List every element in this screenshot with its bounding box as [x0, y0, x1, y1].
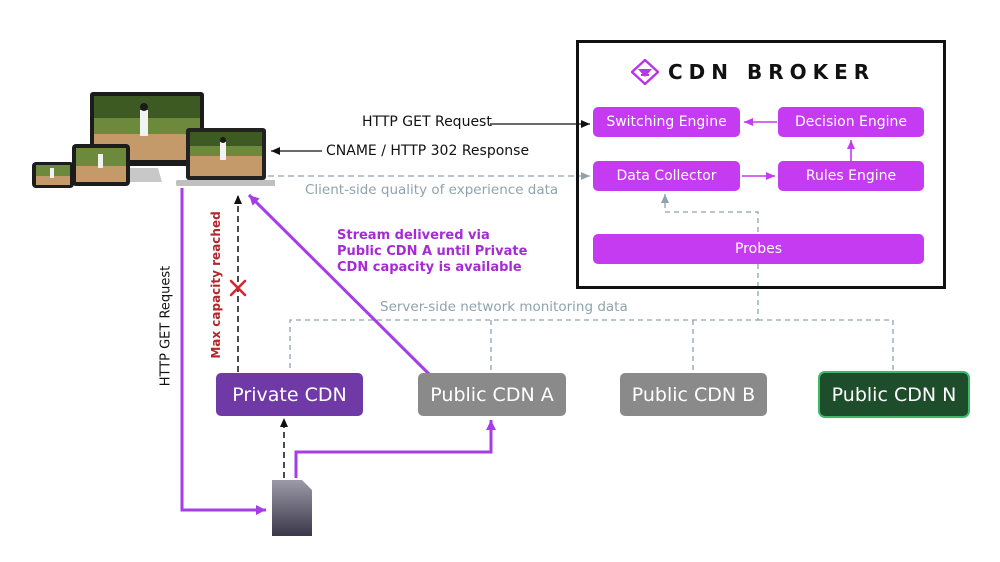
http-get-request-label: HTTP GET Request: [362, 114, 492, 130]
public-cdn-n-box: Public CDN N: [820, 373, 968, 416]
cdn-broker-panel: [576, 40, 946, 289]
cdn-broker-logo-icon: [631, 59, 659, 85]
http-get-request-vertical-label: HTTP GET Request: [158, 265, 174, 387]
decision-engine-box: Decision Engine: [778, 107, 924, 137]
red-x-icon: [229, 279, 247, 297]
public-cdn-a-box: Public CDN A: [418, 373, 566, 416]
server-side-monitoring-bus: [289, 264, 759, 372]
stream-delivered-line-3: CDN capacity is available: [337, 260, 522, 275]
server-side-monitoring-label: Server-side network monitoring data: [380, 299, 628, 315]
origin-server-icon: [272, 480, 312, 536]
stream-delivered-line-1: Stream delivered via: [337, 228, 490, 243]
private-cdn-box: Private CDN: [216, 373, 363, 416]
cname-response-label: CNAME / HTTP 302 Response: [326, 143, 530, 159]
rules-engine-box: Rules Engine: [778, 161, 924, 191]
stream-delivery-arrow: [247, 193, 432, 377]
stream-delivered-label: Stream delivered via Public CDN A until …: [337, 228, 527, 276]
probes-box: Probes: [593, 234, 924, 264]
public-cdn-b-box: Public CDN B: [620, 373, 767, 416]
origin-to-public-cdn-a-arrow: [294, 420, 496, 478]
switching-engine-box: Switching Engine: [593, 107, 740, 137]
monitoring-drop-cdn-n: [758, 319, 894, 372]
device-to-origin-arrow: [180, 188, 266, 515]
max-capacity-label: Max capacity reached: [209, 211, 223, 359]
data-collector-box: Data Collector: [593, 161, 740, 191]
multi-device-screens-icon: [32, 92, 275, 188]
probes-to-collector-arrow: [661, 194, 759, 232]
stream-delivered-line-2: Public CDN A until Private: [337, 244, 528, 259]
broker-title: CDN BROKER: [668, 60, 876, 84]
client-side-qoe-label: Client-side quality of experience data: [305, 182, 559, 198]
